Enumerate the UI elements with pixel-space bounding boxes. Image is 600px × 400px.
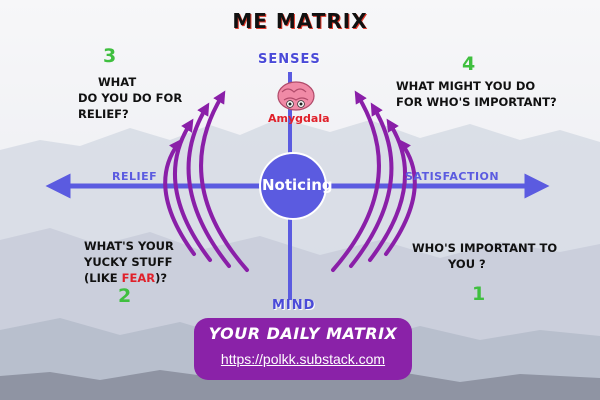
axis-label-satisfaction: SATISFACTION [405,170,500,183]
noticing-circle [259,152,327,220]
axis-label-relief: RELIEF [112,170,158,183]
q1-line-2: YOU ? [448,257,486,271]
right-arc-1 [331,90,381,272]
page-title: ME MATRIX [232,9,368,33]
quadrant-2-number: 2 [118,285,132,307]
right-arc-2 [349,102,394,268]
q1-line-1: WHO'S IMPORTANT TO [412,241,558,255]
daily-matrix-banner[interactable]: YOUR DAILY MATRIX https://polkk.substack… [194,318,412,380]
quadrant-3-text: WHAT DO YOU DO FOR RELIEF? [78,74,182,122]
q3-line-3: RELIEF? [78,107,129,121]
axis-label-mind: MIND [272,298,316,313]
q2-line-3: (LIKE FEAR)? [84,270,174,286]
q2-line-3-prefix: (LIKE [84,271,122,285]
left-arc-2 [186,102,231,268]
amygdala-label: Amygdala [268,112,330,125]
daily-matrix-title: YOUR DAILY MATRIX [208,324,398,343]
quadrant-1-number: 1 [472,283,486,305]
q3-line-1: WHAT [98,75,137,89]
right-arcs [331,90,417,272]
axis-label-senses: SENSES [258,52,321,67]
brain-icon [277,81,315,111]
quadrant-3-number: 3 [103,45,117,67]
left-arc-1 [199,90,249,272]
mountain-layer-bottom [0,368,600,400]
q2-line-1: WHAT'S YOUR [84,239,174,253]
q2-line-3-suffix: )? [155,271,168,285]
left-arc-3 [172,118,212,262]
quadrant-1-text: WHO'S IMPORTANT TO YOU ? [412,240,557,272]
fear-highlight: FEAR [121,271,156,285]
left-arc-4 [163,138,196,256]
q3-line-2: DO YOU DO FOR [78,91,183,105]
right-arc-4 [384,138,417,256]
substack-link[interactable]: https://polkk.substack.com [220,351,386,367]
center-label: Noticing [262,176,333,194]
q4-line-1: WHAT MIGHT YOU DO [396,79,536,93]
quadrant-4-number: 4 [462,53,476,75]
q4-line-2: FOR WHO'S IMPORTANT? [396,95,557,109]
right-arc-3 [368,118,408,262]
quadrant-2-text: WHAT'S YOUR YUCKY STUFF (LIKE FEAR)? [84,238,174,286]
q2-line-2: YUCKY STUFF [84,255,173,269]
quadrant-4-text: WHAT MIGHT YOU DO FOR WHO'S IMPORTANT? [396,78,557,110]
left-arcs [163,90,249,272]
